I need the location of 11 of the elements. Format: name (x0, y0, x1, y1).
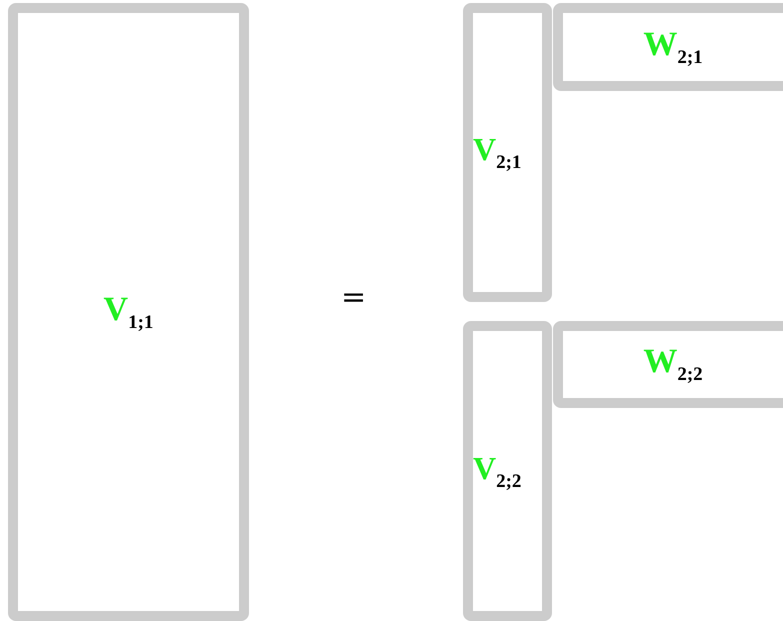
matrix-label: W$_{2;2}$ (643, 345, 703, 384)
matrix-block (463, 3, 552, 302)
matrix-label: V$_{2;2}$ (473, 452, 522, 490)
matrix-label: V$_{1;1}$ (104, 292, 154, 332)
matrix-label: V$_{2;1}$ (473, 133, 522, 172)
equals-sign: = (341, 283, 366, 313)
matrix-block (463, 321, 552, 621)
matrix-block (553, 321, 783, 408)
matrix-block (8, 3, 249, 621)
matrix-block (553, 3, 783, 91)
matrix-label: W$_{2;1}$ (643, 28, 703, 66)
